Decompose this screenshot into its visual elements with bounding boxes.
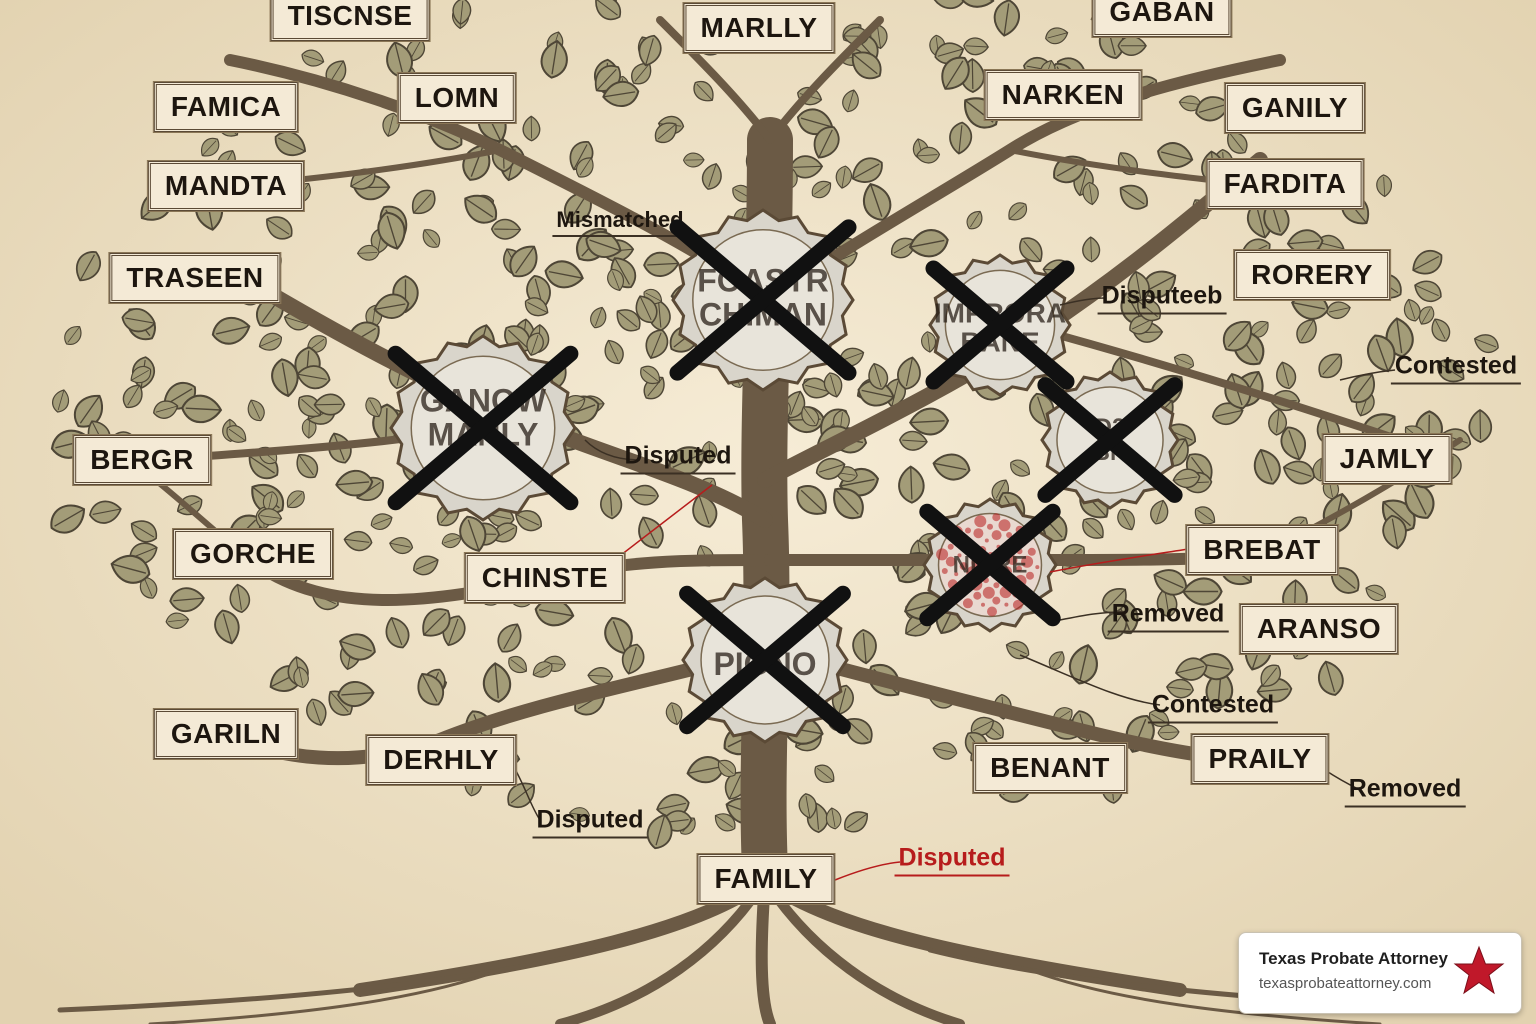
medallion-text-improra-bane: IMPRORA BANE [933,297,1067,358]
stain-spot [962,598,973,609]
annotation-disputed-family: Disputed [894,844,1010,877]
stain-spot [987,523,993,530]
plaque-fardita: FARDITA [1206,159,1364,209]
plaque-rorery: RORERY [1234,250,1390,300]
stain-spot [936,548,949,561]
plaque-famica: FAMICA [153,82,299,132]
stain-spot [1015,525,1024,534]
plaque-family: FAMILY [697,854,835,904]
stain-spot [973,591,982,600]
medallion-text-ganow-manly: GANOW MANLY [419,382,547,452]
plaque-marlly: MARLLY [683,3,835,53]
stain-spot [941,568,948,574]
plaque-narken: NARKEN [984,70,1142,120]
annotation-disputed-center: Disputed [620,442,736,475]
annotation-disputed-lower-left: Disputed [532,806,648,839]
plaque-chinste: CHINSTE [464,553,626,603]
stain-spot [950,525,963,538]
stain-spot [1012,589,1021,598]
plaque-mandta: MANDTA [147,161,305,211]
stain-spot [950,592,957,599]
plaque-jamly: JAMLY [1322,434,1452,484]
watermark-badge[interactable]: Texas Probate Attorney texasprobateattor… [1238,932,1522,1014]
watermark-url: texasprobateattorney.com [1259,975,1432,992]
plaque-lomn: LOMN [397,73,517,123]
stain-spot [1015,534,1028,547]
plaque-gariln: GARILN [153,709,299,759]
stain-spot [999,586,1012,599]
stain-spot [1012,599,1023,610]
star-icon [1453,945,1505,995]
stain-spot [987,606,997,617]
plaque-traseen: TRASEEN [109,253,281,303]
stain-spot [992,596,1001,605]
annotation-removed-lower: Removed [1344,775,1466,808]
stain-spot [1006,532,1013,538]
annotation-disputed-top-right: Disputeeb [1097,282,1227,315]
stain-spot [962,590,967,595]
stain-spot [961,578,970,587]
stain-spot [991,530,1002,541]
plaque-benant: BENANT [973,743,1127,793]
stain-spot [993,582,1000,589]
stain-spot [998,519,1011,532]
plaque-brebat: BREBAT [1186,525,1338,575]
stain-spot [1006,578,1013,585]
medallion-text-d2-bn: D2 BN [1092,413,1128,466]
stain-spot [947,579,958,590]
annotation-removed-mid: Removed [1107,600,1229,633]
stain-spot [965,527,971,534]
annotation-contested-lower: Contested [1147,691,1279,724]
stain-spot [1004,602,1009,607]
stain-spot [992,513,1001,522]
stain-spot [996,544,1001,549]
stain-spot [947,543,954,550]
stain-spot [973,528,984,539]
stain-spot [1025,588,1029,593]
plaque-praily: PRAILY [1191,734,1329,784]
stain-spot [982,586,995,599]
medallion-text-stained: NIARE [952,551,1028,579]
plaque-derhly: DERHLY [366,735,516,785]
watermark-title: Texas Probate Attorney [1259,949,1448,968]
plaque-gorche: GORCHE [173,529,333,579]
annotation-contested-right: Contested [1390,352,1522,385]
stain-spot [969,541,974,546]
plaque-bergr: BERGR [73,435,211,485]
annotation-mismatched: Mismatched [552,207,688,237]
medallion-text-foaster-chiman: FOASTR CHIMAN [697,262,829,332]
stain-spot [984,538,989,543]
plaque-ganily: GANILY [1224,83,1366,133]
stain-spot [1027,547,1036,556]
stain-spot [981,602,985,607]
stain-spot [955,537,966,548]
medallion-text-pigno: PIGNO [713,646,817,683]
stain-spot [1004,540,1015,551]
stain-spot [1035,565,1040,570]
stain-spot [974,515,987,528]
plaque-aranso: ARANSO [1239,604,1399,654]
plaque-gaban: GABAN [1092,0,1232,37]
plaque-tiscnse: TISCNSE [270,0,430,41]
stain-spot [970,578,983,591]
